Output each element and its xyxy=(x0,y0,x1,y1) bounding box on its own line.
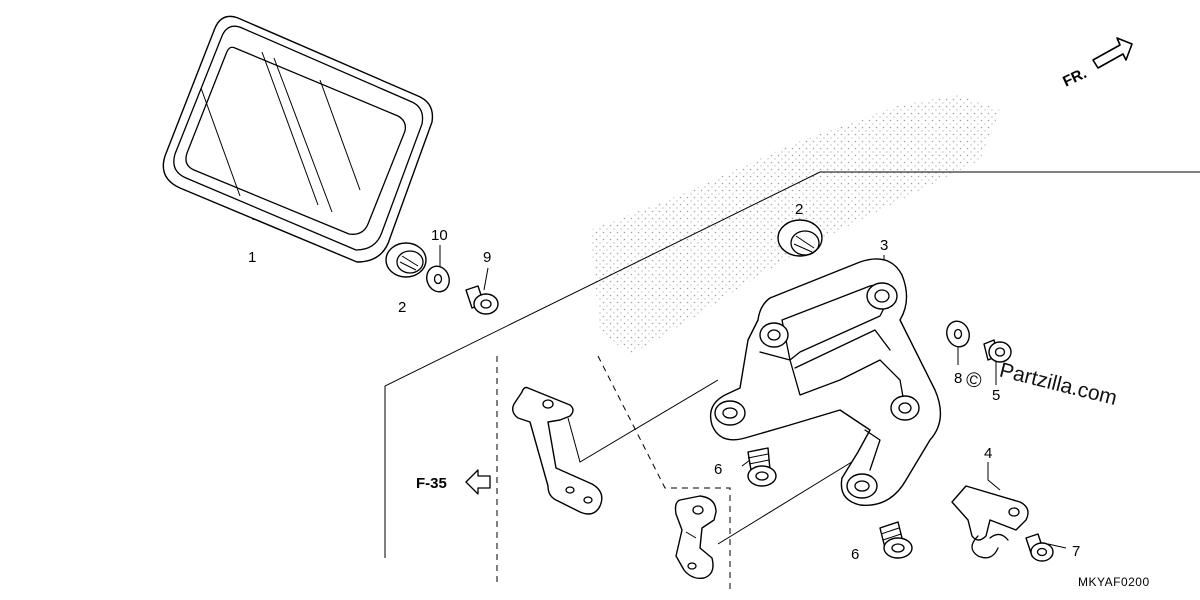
callout-5: 5 xyxy=(992,387,1000,404)
washer-part-10 xyxy=(426,265,450,293)
callout-10: 10 xyxy=(431,227,448,244)
callout-4: 4 xyxy=(984,445,992,462)
mirror-glass-part xyxy=(162,15,434,263)
grommet-part-right xyxy=(777,219,823,257)
callout-2-right: 2 xyxy=(795,201,803,218)
grommet-part-left xyxy=(385,242,427,278)
front-direction-arrow-icon xyxy=(1092,37,1133,69)
callout-9: 9 xyxy=(483,249,491,266)
callout-7: 7 xyxy=(1072,543,1080,560)
mount-bracket-left xyxy=(511,386,603,515)
section-boundary xyxy=(384,171,1200,558)
diagram-code: MKYAF0200 xyxy=(1078,575,1150,589)
mount-bracket-lower xyxy=(674,495,717,580)
bracket-stay-part-3 xyxy=(709,258,942,506)
callout-2-left: 2 xyxy=(398,299,406,316)
callout-1: 1 xyxy=(248,249,256,266)
watermark-copyright-symbol: © xyxy=(963,367,984,393)
callout-3: 3 xyxy=(880,237,888,254)
watermark-text: Partzilla.com xyxy=(997,359,1119,410)
front-direction-label: FR. xyxy=(1060,65,1089,91)
section-ref-arrow xyxy=(465,469,491,495)
dashed-guides xyxy=(496,355,731,590)
callout-6-upper: 6 xyxy=(714,461,722,478)
washer-part-8 xyxy=(946,320,970,348)
screw-part-5 xyxy=(983,339,1012,363)
bolt-part-6-upper xyxy=(747,447,777,487)
bolt-part-6-lower xyxy=(879,521,913,559)
callout-6-lower: 6 xyxy=(851,546,859,563)
clip-bracket-part-4 xyxy=(951,485,1029,559)
callout-8: 8 xyxy=(954,370,962,387)
screw-part-7 xyxy=(1025,533,1054,562)
section-ref-label: F-35 xyxy=(416,475,447,492)
partzilla-watermark: © Partzilla.com xyxy=(963,359,1119,410)
screw-part-9 xyxy=(465,285,499,315)
leader-lines xyxy=(252,196,1067,549)
